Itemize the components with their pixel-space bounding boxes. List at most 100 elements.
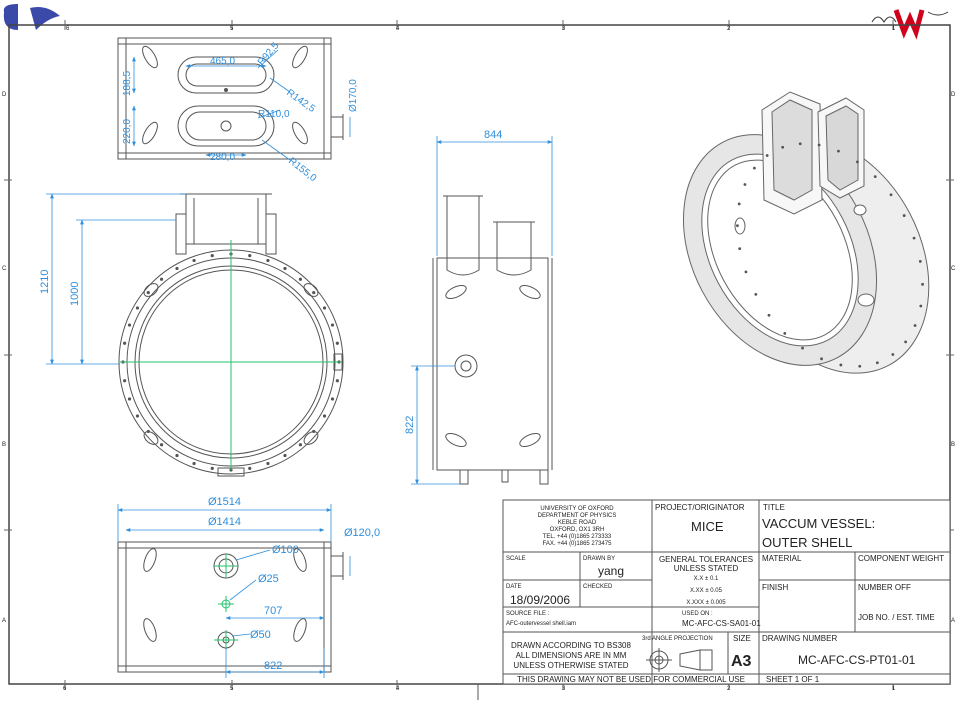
bolt-hole xyxy=(781,145,785,149)
title-block xyxy=(502,499,951,685)
standard-line-1: DRAWN ACCORDING TO BS308 xyxy=(511,641,631,650)
dim-offset: 707 xyxy=(264,605,282,617)
col-number-top: 6 xyxy=(66,26,70,32)
bottom-view xyxy=(117,541,344,673)
bolt-hole xyxy=(891,353,895,356)
bolt-hole xyxy=(322,306,327,310)
standard-line-2: ALL DIMENSIONS ARE IN MM xyxy=(516,651,627,660)
dim-port-height: 822 xyxy=(404,416,416,434)
tolerance-2: X.XX ± 0.05 xyxy=(690,588,723,594)
standard-line-3: UNLESS OTHERWISE STATED xyxy=(513,661,628,670)
bolt-hole xyxy=(123,341,127,345)
source-file-value: AFC-outervessel shell.iam xyxy=(506,621,576,627)
org-line: UNIVERSITY OF OXFORD xyxy=(540,506,614,512)
bolt-hole xyxy=(322,414,327,418)
bolt-hole xyxy=(266,461,270,466)
bolt-hole xyxy=(837,149,840,153)
org-line: KEBLE ROAD xyxy=(558,520,597,526)
bolt-hole xyxy=(298,277,303,281)
bolt-hole xyxy=(266,258,270,263)
org-line: TEL. +44 (0)1865 273333 xyxy=(543,534,612,540)
bolt-hole xyxy=(175,266,179,271)
bolt-hole xyxy=(752,166,756,170)
size-value: A3 xyxy=(731,653,752,670)
front-view-centerlines xyxy=(120,240,342,470)
tolerance-line-1: GENERAL TOLERANCES xyxy=(659,555,753,564)
col-number-top: 2 xyxy=(727,26,731,32)
org-line: FAX. +44 (0)1865 273475 xyxy=(543,541,613,547)
side-view xyxy=(432,195,553,485)
date-label: DATE xyxy=(506,584,522,590)
material-label: MATERIAL xyxy=(762,554,802,563)
top-view-dimensions xyxy=(132,49,351,161)
bolt-hole xyxy=(902,214,906,217)
bolt-hole xyxy=(765,154,769,157)
mice-logo xyxy=(871,9,949,40)
date-value: 18/09/2006 xyxy=(510,593,570,607)
bolt-hole xyxy=(335,341,339,345)
bolt-hole xyxy=(743,183,747,186)
dim-lower-width: 280,0 xyxy=(210,152,235,163)
front-view-ports xyxy=(143,283,319,445)
bolt-hole xyxy=(736,224,739,228)
sheet-info: SHEET 1 OF 1 xyxy=(766,675,820,684)
row-letter-right: B xyxy=(951,442,955,448)
col-number-top: 5 xyxy=(230,26,234,32)
project-label: PROJECT/ORIGINATOR xyxy=(655,503,745,512)
drawing-number-value: MC-AFC-CS-PT01-01 xyxy=(798,653,916,667)
footer-notice: THIS DRAWING MAY NOT BE USED FOR COMMERC… xyxy=(517,675,745,684)
col-number-bottom: 1 xyxy=(892,686,896,692)
drawn-by-value: yang xyxy=(598,564,624,578)
bolt-hole xyxy=(919,304,923,308)
row-letter-left: A xyxy=(2,618,6,624)
bolt-hole xyxy=(159,443,164,447)
side-view-dimensions xyxy=(411,136,553,485)
isometric-view xyxy=(682,91,930,374)
scale-label: SCALE xyxy=(506,556,526,562)
university-logo xyxy=(3,4,60,30)
source-file-label: SOURCE FILE : xyxy=(506,611,550,617)
bolt-hole xyxy=(904,340,908,344)
finish-label: FINISH xyxy=(762,583,788,592)
projection-label: 3rd ANGLE PROJECTION xyxy=(642,636,713,642)
col-number-bottom: 6 xyxy=(63,686,67,692)
dim-lower-radius: R110,0 xyxy=(258,109,290,120)
dim-inner-height: 1000 xyxy=(69,282,81,306)
col-number-bottom: 4 xyxy=(396,686,400,692)
bolt-hole xyxy=(123,379,127,383)
used-on-value: MC-AFC-CS-SA01-01 xyxy=(682,619,761,628)
bolt-hole xyxy=(737,202,741,206)
bolt-hole xyxy=(798,142,802,146)
bolt-hole xyxy=(210,254,214,258)
bottom-view-dimensions xyxy=(117,504,351,678)
drawn-by-label: DRAWN BY xyxy=(583,556,615,562)
dim-outer-diameter: Ø1514 xyxy=(208,496,241,508)
bolt-hole xyxy=(820,357,823,361)
title-label: TITLE xyxy=(763,503,785,512)
bolt-hole xyxy=(873,175,877,178)
bolt-hole xyxy=(135,414,140,418)
project-value: MICE xyxy=(691,519,724,534)
bolt-hole xyxy=(192,258,196,263)
col-number-bottom: 2 xyxy=(727,686,731,692)
front-view-dimensions xyxy=(46,193,186,365)
bolt-hole xyxy=(298,443,303,447)
row-letter-left: B xyxy=(2,442,6,448)
checked-label: CHECKED xyxy=(583,584,613,590)
dim-hole-small: Ø50 xyxy=(250,629,271,641)
row-letter-right: A xyxy=(951,618,955,624)
bolt-hole xyxy=(135,306,140,310)
bolt-hole xyxy=(283,266,287,271)
isometric-bolt-holes xyxy=(736,142,924,368)
dim-slot-height: 188,5 xyxy=(122,71,133,96)
bolt-hole xyxy=(767,313,771,317)
bolt-hole xyxy=(738,247,742,251)
bolt-hole xyxy=(146,290,150,295)
bolt-hole xyxy=(330,397,335,401)
bolt-hole xyxy=(744,270,748,274)
row-letter-left: D xyxy=(2,92,7,98)
col-number-top: 4 xyxy=(396,26,400,32)
top-view xyxy=(117,37,344,160)
bolt-hole xyxy=(856,160,859,164)
